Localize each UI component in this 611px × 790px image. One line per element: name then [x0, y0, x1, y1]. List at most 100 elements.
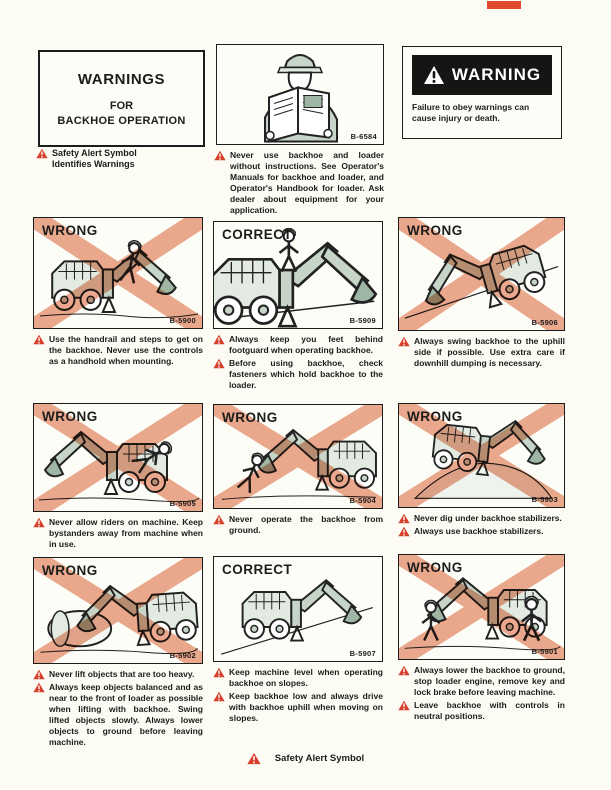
- safety-alert-note-line2: Identifies Warnings: [52, 159, 135, 170]
- panel-cell: WRONG B-5902 Never lift objects that are…: [33, 557, 203, 750]
- figure-code: B-5904: [349, 496, 376, 505]
- note-text: Always keep objects balanced and as near…: [49, 682, 203, 748]
- panel-note: Never dig under backhoe stabilizers.: [398, 513, 565, 524]
- verdict-label: WRONG: [42, 409, 98, 424]
- illustration-frame: WRONG B-5903: [398, 403, 565, 508]
- illustration-frame: WRONG B-5906: [398, 217, 565, 331]
- intro-caption-text: Never use backhoe and loader without ins…: [230, 150, 384, 216]
- note-text: Keep machine level when operating backho…: [229, 667, 383, 689]
- panel-caption: Never lift objects that are too heavy. A…: [33, 669, 203, 748]
- figure-code: B-5909: [349, 316, 376, 325]
- panel-note: Never lift objects that are too heavy.: [33, 669, 203, 680]
- reading-manual-illustration: [264, 54, 338, 143]
- panel-note: Use the handrail and steps to get on the…: [33, 334, 203, 367]
- page-title-subject: BACKHOE OPERATION: [57, 114, 186, 127]
- figure-code: B-5907: [349, 649, 376, 658]
- panel-note: Leave backhoe with controls in neutral p…: [398, 700, 565, 722]
- panel-note: Always lower the backhoe to ground, stop…: [398, 665, 565, 698]
- figure-code: B-5905: [169, 499, 196, 508]
- warning-triangle-icon: [423, 66, 444, 84]
- illustration-frame: WRONG B-5904: [213, 404, 383, 509]
- alert-triangle-icon: [398, 336, 410, 347]
- panel-caption: Use the handrail and steps to get on the…: [33, 334, 203, 367]
- footer-label: Safety Alert Symbol: [274, 753, 365, 764]
- note-text: Leave backhoe with controls in neutral p…: [414, 700, 565, 722]
- registration-mark: [487, 1, 521, 9]
- verdict-label: WRONG: [222, 410, 278, 425]
- panel-caption: Never operate the backhoe from ground.: [213, 514, 383, 536]
- warnings-title-box: WARNINGS FOR BACKHOE OPERATION: [38, 50, 205, 147]
- verdict-label: WRONG: [42, 563, 98, 578]
- note-text: Always keep you feet behind footguard wh…: [229, 334, 383, 356]
- verdict-label: WRONG: [407, 409, 463, 424]
- panel-note: Never operate the backhoe from ground.: [213, 514, 383, 536]
- alert-triangle-icon: [398, 526, 410, 537]
- panel-note: Before using backhoe, check fasteners wh…: [213, 358, 383, 391]
- alert-triangle-icon: [398, 513, 410, 524]
- alert-triangle-icon: [33, 517, 45, 528]
- panel-cell: CORRECT B-5907 Keep machine level when o…: [213, 556, 383, 726]
- panel-caption: Always keep you feet behind footguard wh…: [213, 334, 383, 391]
- figure-code: B-5903: [531, 495, 558, 504]
- note-text: Always use backhoe stabilizers.: [414, 526, 544, 537]
- note-text: Before using backhoe, check fasteners wh…: [229, 358, 383, 391]
- illustration-frame: CORRECT B-5907: [213, 556, 383, 662]
- panel-cell: WRONG B-5900 Use the handrail and steps …: [33, 217, 203, 369]
- panel-cell: WRONG B-5904 Never operate the backhoe f…: [213, 404, 383, 538]
- alert-triangle-icon: [213, 691, 225, 702]
- note-text: Always swing backhoe to the uphill side …: [414, 336, 565, 369]
- alert-triangle-icon: [398, 700, 410, 711]
- verdict-label: CORRECT: [222, 227, 293, 242]
- panel-cell: WRONG B-5901 Always lower the backhoe to…: [398, 554, 565, 724]
- alert-triangle-icon: [213, 358, 225, 369]
- warning-text: Failure to obey warnings can cause injur…: [412, 102, 530, 124]
- alert-triangle-icon: [213, 514, 225, 525]
- panel-note: Never allow riders on machine. Keep byst…: [33, 517, 203, 550]
- note-text: Never dig under backhoe stabilizers.: [414, 513, 562, 523]
- panel-cell: WRONG B-5905 Never allow riders on machi…: [33, 403, 203, 552]
- panel-note: Always keep you feet behind footguard wh…: [213, 334, 383, 356]
- warning-banner: WARNING: [412, 55, 552, 95]
- page-title-for: FOR: [109, 99, 134, 112]
- panel-note: Keep backhoe low and always drive with b…: [213, 691, 383, 724]
- alert-triangle-icon: [33, 669, 45, 680]
- intro-illustration-frame: B-6584: [216, 44, 384, 145]
- note-text: Never operate the backhoe from ground.: [229, 514, 383, 536]
- figure-code: B-5902: [169, 651, 196, 660]
- panel-caption: Never allow riders on machine. Keep byst…: [33, 517, 203, 550]
- panel-note: Always keep objects balanced and as near…: [33, 682, 203, 748]
- note-text: Keep backhoe low and always drive with b…: [229, 691, 383, 724]
- alert-triangle-icon: [36, 148, 48, 159]
- panel-note: Always use backhoe stabilizers.: [398, 526, 565, 537]
- panel-caption: Always swing backhoe to the uphill side …: [398, 336, 565, 369]
- panel-cell: WRONG B-5903 Never dig under backhoe sta…: [398, 403, 565, 539]
- illustration-frame: WRONG B-5905: [33, 403, 203, 512]
- illustration-frame: WRONG B-5902: [33, 557, 203, 664]
- panel-note: Keep machine level when operating backho…: [213, 667, 383, 689]
- alert-triangle-icon: [213, 334, 225, 345]
- intro-caption: Never use backhoe and loader without ins…: [214, 150, 384, 218]
- safety-alert-note-line1: Safety Alert Symbol: [52, 148, 137, 158]
- panel-cell: CORRECT B-5909 Always keep you feet behi…: [213, 221, 383, 393]
- alert-triangle-icon: [247, 752, 261, 765]
- panel-caption: Always lower the backhoe to ground, stop…: [398, 665, 565, 722]
- page-title: WARNINGS: [77, 70, 166, 88]
- note-text: Use the handrail and steps to get on the…: [49, 334, 203, 367]
- verdict-label: WRONG: [407, 223, 463, 238]
- alert-triangle-icon: [214, 150, 226, 161]
- figure-code: B-6584: [350, 132, 377, 141]
- panel-caption: Keep machine level when operating backho…: [213, 667, 383, 724]
- figure-code: B-5900: [169, 316, 196, 325]
- alert-triangle-icon: [398, 665, 410, 676]
- note-text: Always lower the backhoe to ground, stop…: [414, 665, 565, 698]
- panel-illustration: [214, 227, 378, 328]
- verdict-label: WRONG: [42, 223, 98, 238]
- alert-triangle-icon: [33, 682, 45, 693]
- alert-triangle-icon: [213, 667, 225, 678]
- figure-code: B-5906: [531, 318, 558, 327]
- warning-box: WARNING Failure to obey warnings can cau…: [402, 46, 562, 139]
- note-text: Never allow riders on machine. Keep byst…: [49, 517, 203, 550]
- verdict-label: CORRECT: [222, 562, 293, 577]
- warning-banner-label: WARNING: [451, 65, 542, 84]
